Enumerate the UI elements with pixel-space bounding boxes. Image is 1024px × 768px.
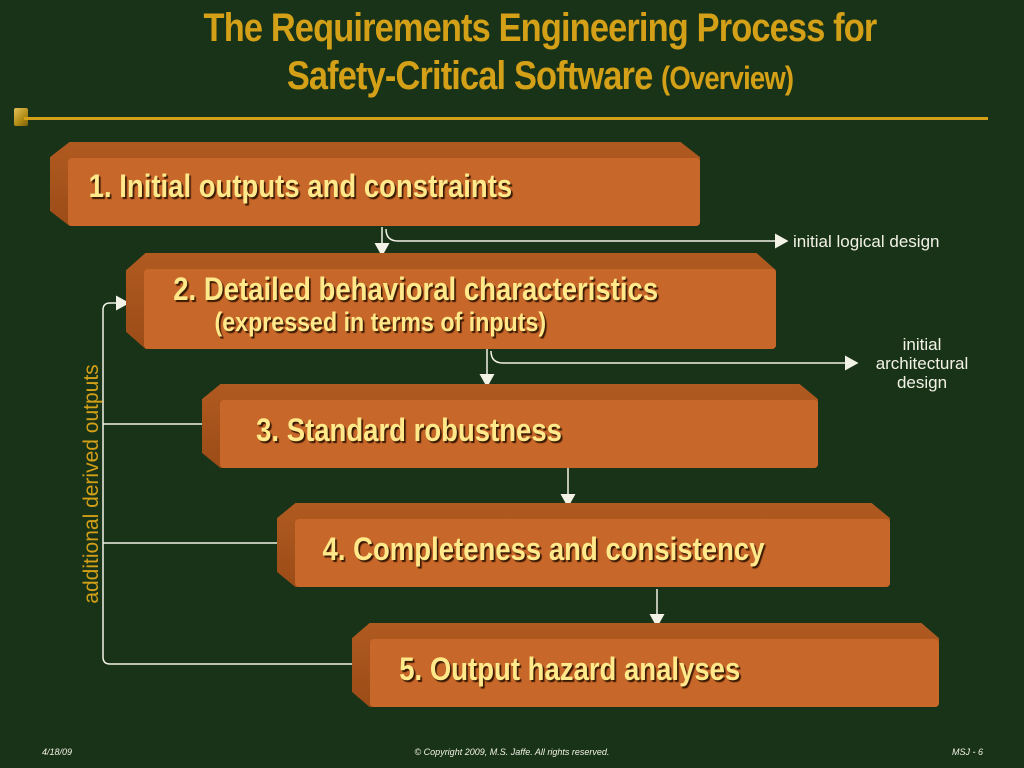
feedback-label: additional derived outputs (80, 364, 103, 604)
title-divider (24, 117, 988, 120)
step-4-label: 4. Completeness and consistency (322, 531, 765, 567)
title-line-1: The Requirements Engineering Process for (203, 6, 878, 50)
step-1-label: 1. Initial outputs and constraints (88, 168, 513, 204)
footer-copyright: © Copyright 2009, M.S. Jaffe. All rights… (414, 747, 610, 757)
step-1-box: 1. Initial outputs and constraints (50, 142, 700, 226)
step-5-box: 5. Output hazard analyses (352, 623, 939, 707)
footer-date: 4/18/09 (42, 747, 73, 757)
arrow-logical-design (385, 228, 789, 249)
step-3-box: 3. Standard robustness (202, 384, 818, 468)
step-4-box: 4. Completeness and consistency (277, 503, 890, 587)
title-line-2: Safety-Critical Software (Overview) (127, 52, 953, 102)
step-2-box: 2. Detailed behavioral characteristics (… (126, 253, 776, 349)
slide-title: The Requirements Engineering Process for… (127, 4, 953, 102)
arrow-arch-design (490, 350, 859, 371)
architectural-design-note: initial architectural design (875, 335, 969, 392)
footer-page-number: MSJ - 6 (952, 747, 984, 757)
step-3-label: 3. Standard robustness (256, 412, 562, 448)
step-5-label: 5. Output hazard analyses (399, 651, 741, 687)
rule-bullet-icon (14, 108, 28, 126)
feedback-loop-line (102, 295, 352, 665)
title-suffix: (Overview) (661, 60, 794, 96)
step-2-label: 2. Detailed behavioral characteristics (… (173, 271, 659, 337)
title-main: Safety-Critical Software (286, 54, 653, 98)
logical-design-note: initial logical design (793, 232, 940, 251)
